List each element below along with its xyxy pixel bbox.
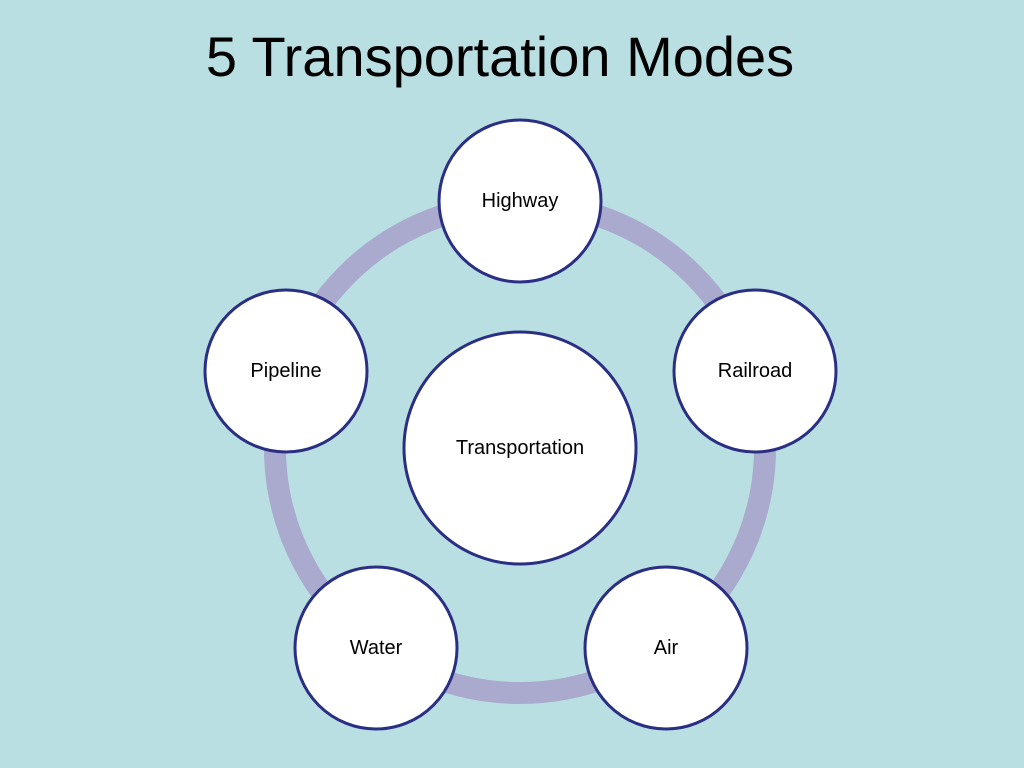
node-railroad-circle xyxy=(672,288,838,454)
node-water-circle xyxy=(293,565,459,731)
node-water-label: Water xyxy=(350,637,403,659)
node-pipeline-label: Pipeline xyxy=(250,360,321,382)
node-railroad-label: Railroad xyxy=(718,360,792,382)
node-highway: Highway xyxy=(437,118,603,284)
node-water: Water xyxy=(293,565,459,731)
center-node: Transportation xyxy=(402,330,638,566)
node-air-label: Air xyxy=(654,637,679,659)
node-air-circle xyxy=(583,565,749,731)
node-highway-circle xyxy=(437,118,603,284)
node-highway-label: Highway xyxy=(482,190,559,212)
node-railroad: Railroad xyxy=(672,288,838,454)
page-title: 5 Transportation Modes xyxy=(205,25,795,88)
center-node-label: Transportation xyxy=(456,437,584,459)
node-pipeline: Pipeline xyxy=(203,288,369,454)
node-pipeline-circle xyxy=(203,288,369,454)
center-node-circle xyxy=(402,330,638,566)
node-air: Air xyxy=(583,565,749,731)
